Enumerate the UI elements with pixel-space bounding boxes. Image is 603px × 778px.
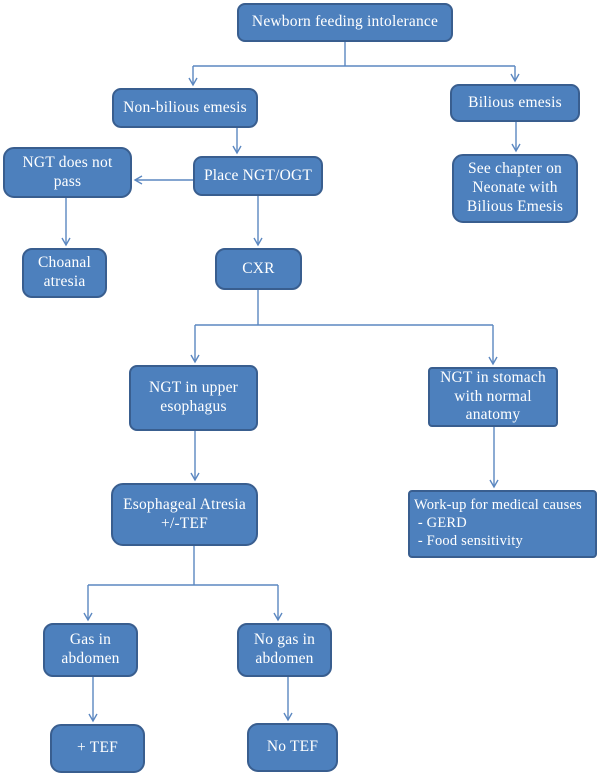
node-ngt-does-not-pass: NGT does not pass (3, 147, 132, 198)
node-place-ngt-ogt: Place NGT/OGT (193, 156, 323, 196)
node-choanal-atresia: Choanal atresia (22, 248, 107, 298)
node-no-tef: No TEF (247, 723, 338, 772)
node-plus-tef: + TEF (50, 724, 145, 773)
node-esophageal-atresia-tef: Esophageal Atresia +/-TEF (111, 483, 258, 546)
node-no-gas-in-abdomen: No gas in abdomen (237, 623, 332, 677)
node-newborn-feeding-intolerance: Newborn feeding intolerance (237, 3, 453, 42)
node-bilious-emesis: Bilious emesis (450, 84, 580, 122)
node-ngt-in-upper-esophagus: NGT in upper esophagus (129, 365, 258, 431)
node-workup-medical-causes: Work-up for medical causes - GERD - Food… (408, 490, 597, 558)
node-see-chapter-bilious-emesis: See chapter on Neonate with Bilious Emes… (452, 154, 578, 223)
node-non-bilious-emesis: Non-bilious emesis (112, 88, 258, 128)
node-gas-in-abdomen: Gas in abdomen (43, 623, 138, 677)
node-ngt-in-stomach-normal-anatomy: NGT in stomach with normal anatomy (428, 367, 558, 427)
node-cxr: CXR (215, 248, 302, 290)
